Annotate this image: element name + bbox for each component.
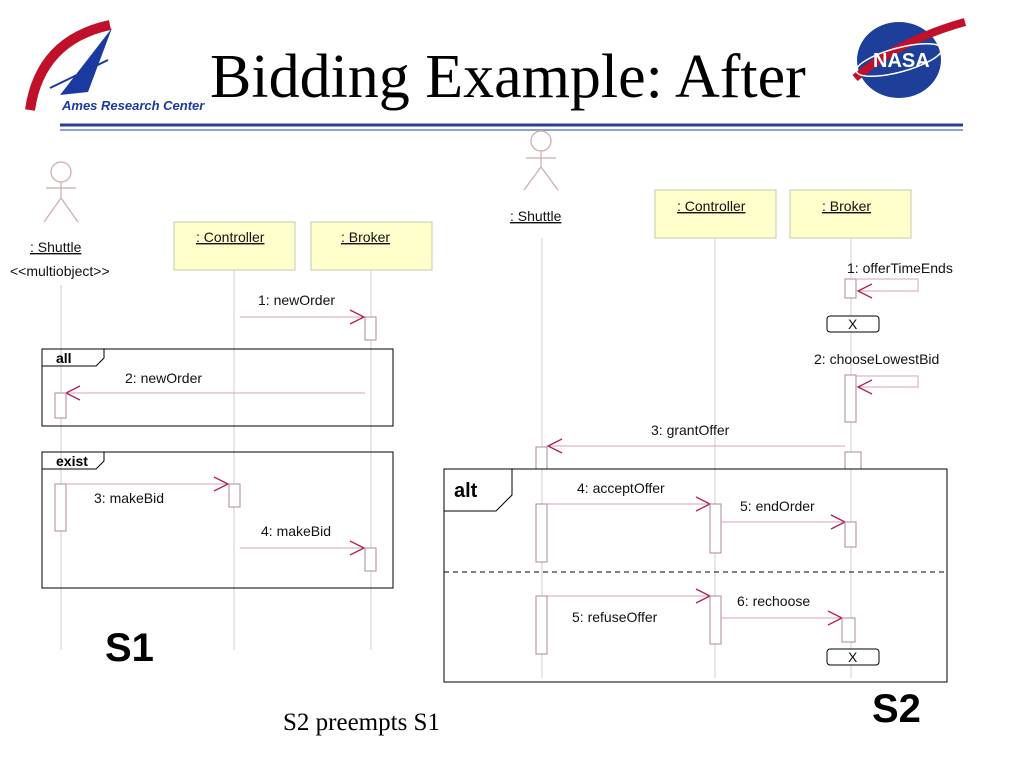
s1-shuttle-activation-2 (54, 483, 67, 532)
s2-alt-frame (443, 468, 948, 683)
s2-destroy-marker-2-label: X (848, 649, 858, 665)
s1-msg3-label: 3: makeBid (94, 490, 164, 506)
ames-logo: Ames Research Center (25, 20, 205, 113)
s1-controller-name: : Controller (196, 229, 265, 245)
s2-msg6-label: 6: rechoose (737, 593, 810, 609)
s2-alt-frame-label: alt (454, 480, 478, 502)
s2-msg4-label: 4: acceptOffer (577, 480, 665, 496)
s2-msg7-label: 5: refuseOffer (572, 609, 658, 625)
s2-shuttle-activation-2 (535, 503, 548, 563)
ames-name: Ames Research Center (61, 98, 205, 113)
s2-msg2-label: 2: chooseLowestBid (814, 351, 939, 367)
s1-shuttle-actor-icon (43, 161, 79, 223)
s1-controller-activation-1 (228, 483, 241, 508)
s2-shuttle-activation-3 (535, 595, 548, 655)
s1-shuttle-stereotype: <<multiobject>> (10, 263, 110, 279)
s2-broker-activation-1 (844, 278, 857, 299)
s2-destroy-marker-1-label: X (848, 316, 858, 332)
s1-broker-box (310, 221, 433, 271)
s1-broker-activation-1 (364, 316, 377, 341)
s2-msg3-label: 3: grantOffer (651, 422, 730, 438)
s1-all-frame-label: all (56, 350, 72, 366)
s2-broker-name: : Broker (822, 198, 871, 214)
s1-controller-box (173, 221, 296, 271)
s1-scenario-label: S1 (105, 626, 154, 670)
s2-msg1-label: 1: offerTimeEnds (847, 260, 953, 276)
s2-destroy-marker-2 (826, 648, 880, 666)
s1-shuttle-activation-1 (54, 392, 67, 419)
s2-broker-activation-3 (844, 451, 862, 470)
s1-exist-frame-label: exist (56, 453, 88, 469)
s2-controller-activation-2 (709, 595, 722, 645)
s2-scenario-label: S2 (872, 687, 921, 731)
s1-msg4-label: 4: makeBid (261, 523, 331, 539)
s2-broker-activation-5 (841, 617, 856, 643)
s1-msg1-label: 1: newOrder (258, 292, 335, 308)
nasa-logo: NASA (852, 18, 967, 98)
nasa-wordmark: NASA (873, 50, 930, 72)
s1-exist-frame (41, 451, 394, 589)
s2-shuttle-name: : Shuttle (510, 208, 562, 224)
s2-broker-activation-4 (844, 521, 857, 548)
s1-all-frame (41, 348, 394, 427)
s1-shuttle-name: : Shuttle (30, 239, 82, 255)
s2-shuttle-activation-1 (535, 446, 548, 470)
s1-broker-name: : Broker (341, 229, 390, 245)
s2-msg1-arrow (856, 278, 919, 292)
s2-destroy-marker-1 (826, 315, 880, 333)
s1-broker-activation-2 (364, 547, 377, 572)
s2-shuttle-actor-icon (523, 130, 559, 191)
slide-subtitle: S2 preempts S1 (283, 709, 440, 736)
s2-controller-box (654, 189, 777, 239)
s2-msg2-arrow (856, 375, 919, 388)
s2-controller-activation-1 (709, 503, 722, 554)
s2-msg5-label: 5: endOrder (740, 498, 815, 514)
slide-title: Bidding Example: After (210, 43, 806, 111)
s2-controller-name: : Controller (677, 198, 746, 214)
s1-msg2-label: 2: newOrder (125, 370, 202, 386)
s2-broker-activation-2 (844, 374, 857, 423)
